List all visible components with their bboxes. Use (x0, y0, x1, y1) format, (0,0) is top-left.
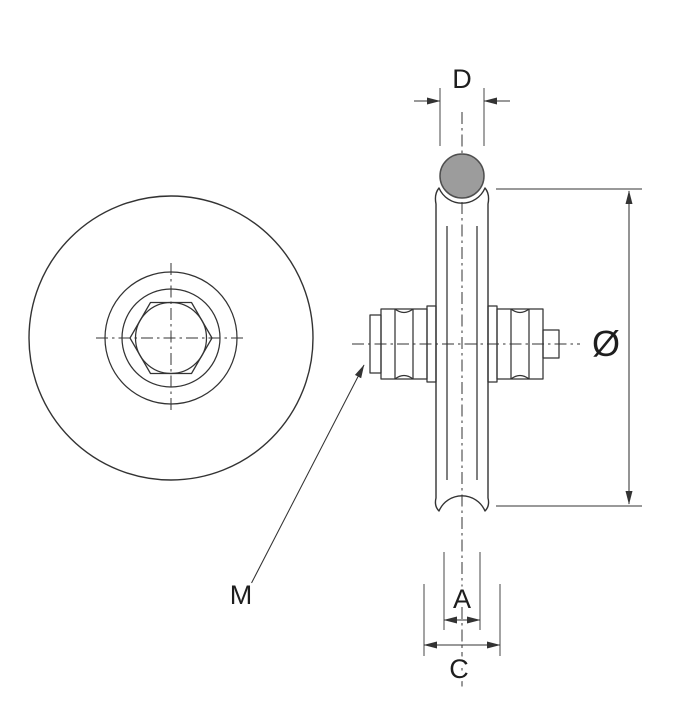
right-hex-chamfer-top (510, 308, 530, 314)
dimension-d: D (414, 61, 510, 146)
dim-d-label: D (452, 64, 472, 94)
wheel-profile (434, 187, 490, 512)
wheel-outer-circle (28, 195, 314, 481)
dimension-diameter: Ø (496, 188, 642, 507)
right-fastener (487, 305, 560, 383)
leader-m: M (227, 364, 365, 613)
left-hex-chamfer-bottom (394, 374, 414, 380)
dimension-c: C (423, 584, 501, 687)
bolt-head-face (369, 314, 382, 374)
leader-m-label: M (230, 580, 253, 610)
left-hex-chamfer-top (394, 308, 414, 314)
leader-m-line (250, 364, 365, 585)
side-view (352, 112, 580, 690)
thread-stub (542, 329, 560, 359)
dim-c-label: C (449, 654, 469, 684)
dim-dia-label: Ø (592, 323, 620, 364)
dimension-a: A (443, 552, 481, 630)
left-fastener (369, 305, 437, 383)
dim-a-label: A (453, 584, 471, 614)
front-view (28, 195, 314, 481)
right-hex-chamfer-bottom (510, 374, 530, 380)
round-bar-section (439, 153, 485, 199)
